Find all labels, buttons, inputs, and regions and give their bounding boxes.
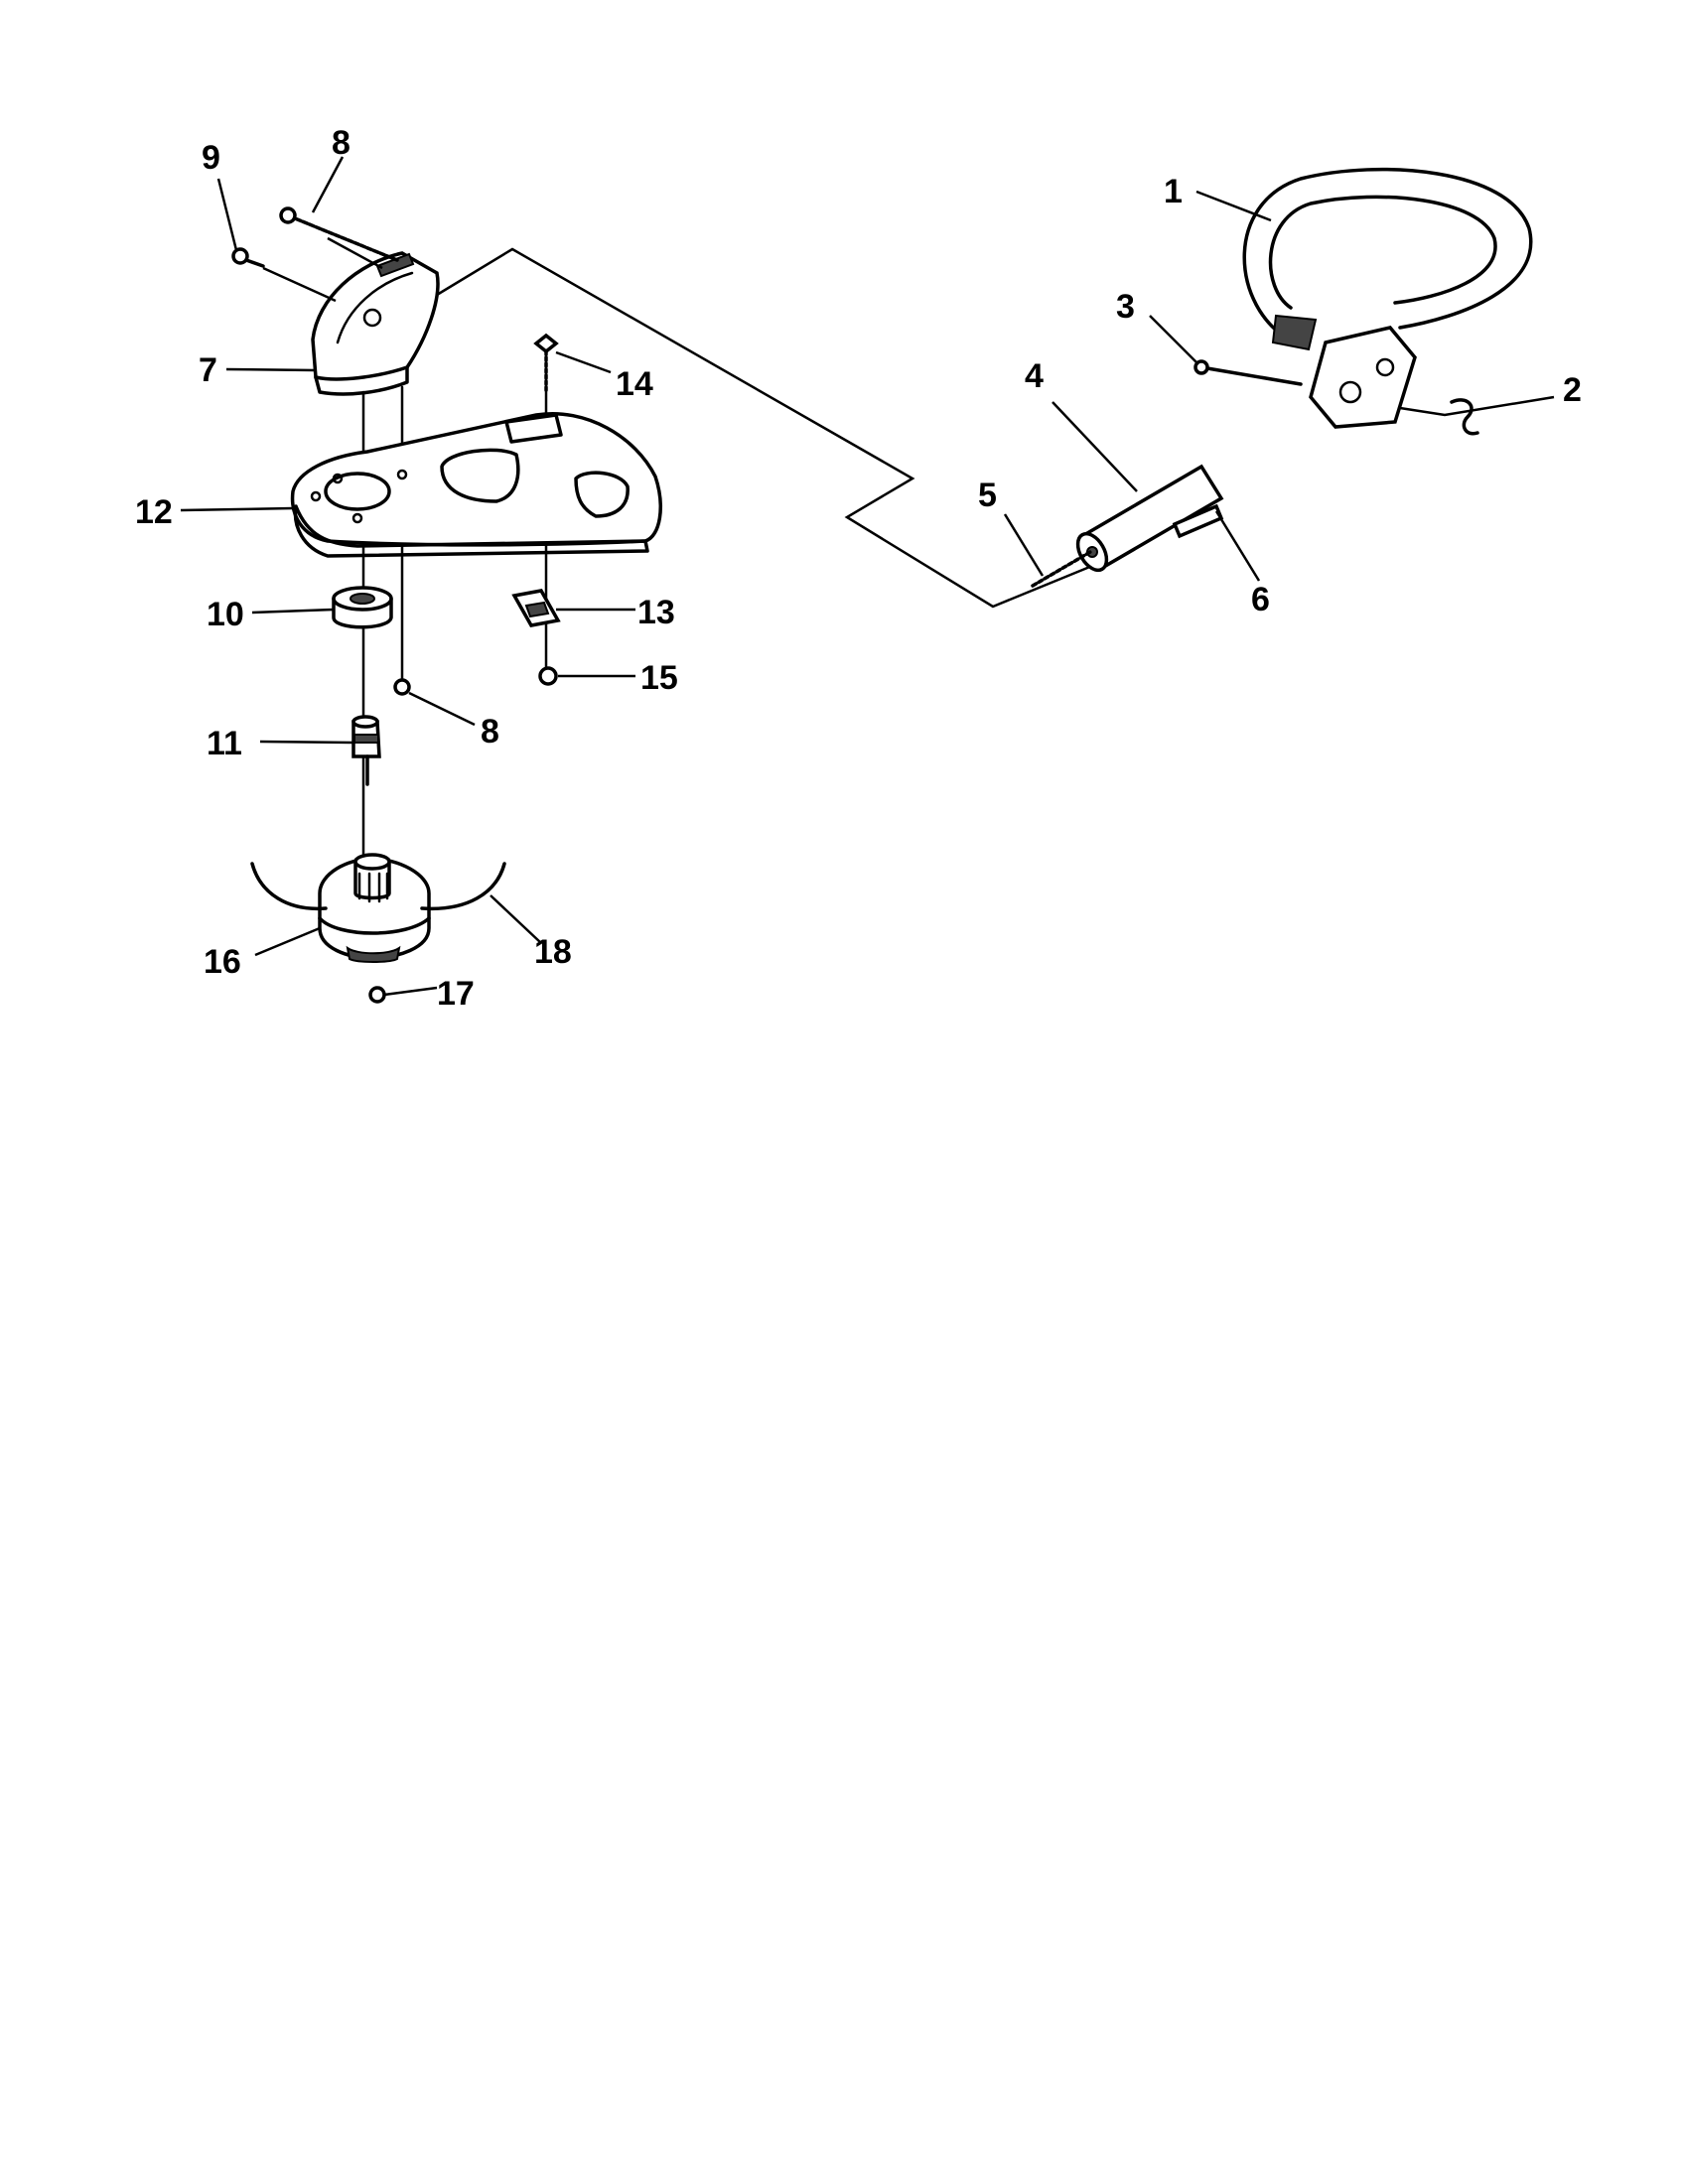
part-16-trimmer-head xyxy=(318,853,431,963)
leader-5 xyxy=(1003,513,1045,577)
leader-8a xyxy=(311,156,345,213)
leader-9 xyxy=(216,178,238,251)
callout-16: 16 xyxy=(204,943,241,981)
callout-3: 3 xyxy=(1116,288,1135,326)
part-9-screw xyxy=(231,247,265,268)
part-8-screw-bottom xyxy=(393,678,411,696)
leader-10 xyxy=(251,608,335,614)
callout-10: 10 xyxy=(207,596,244,633)
callout-18: 18 xyxy=(534,933,572,971)
leader-14 xyxy=(555,350,612,374)
callout-4: 4 xyxy=(1025,357,1044,395)
callout-17: 17 xyxy=(437,975,475,1013)
callout-5: 5 xyxy=(978,477,997,514)
part-3-bolt xyxy=(1193,359,1303,386)
part-7-housing xyxy=(311,251,440,396)
leader-1 xyxy=(1195,190,1272,222)
part-2-clip xyxy=(1450,398,1479,436)
leader-6 xyxy=(1214,510,1261,582)
part-1-handle xyxy=(1242,167,1533,429)
part-14-screw xyxy=(533,333,559,394)
part-18-trimmer-line xyxy=(250,862,506,911)
callout-14: 14 xyxy=(616,365,653,403)
leader-3 xyxy=(1149,315,1197,363)
callout-8-bottom: 8 xyxy=(481,713,499,751)
part-4-shaft xyxy=(1075,464,1224,573)
callout-9: 9 xyxy=(202,139,220,177)
part-10-bushing xyxy=(332,586,393,629)
callout-11: 11 xyxy=(207,725,242,762)
leader-17 xyxy=(383,986,438,997)
callout-8-top: 8 xyxy=(332,124,351,162)
leader-2 xyxy=(1399,395,1555,417)
leader-16 xyxy=(254,926,321,957)
part-8-screw-top xyxy=(279,206,399,262)
callout-12: 12 xyxy=(135,493,173,531)
part-13-line-cutter xyxy=(511,589,561,627)
callout-2: 2 xyxy=(1563,371,1582,409)
leader-9-branch xyxy=(262,266,337,303)
leader-8a-branch xyxy=(327,236,383,270)
callout-13: 13 xyxy=(637,594,675,631)
part-17-bump-knob xyxy=(368,986,386,1004)
callout-6: 6 xyxy=(1251,581,1270,618)
assembly-connection-line xyxy=(435,247,1094,609)
part-5-drive-cable xyxy=(1031,550,1092,588)
part-15-nut xyxy=(538,666,558,686)
leader-7 xyxy=(225,367,317,372)
callout-7: 7 xyxy=(199,351,217,389)
part-11-adapter xyxy=(351,715,381,786)
leader-12 xyxy=(180,506,294,512)
leader-4 xyxy=(1052,401,1138,492)
leader-18 xyxy=(490,894,542,944)
leader-8b xyxy=(408,691,476,727)
callout-15: 15 xyxy=(640,659,678,697)
callout-1: 1 xyxy=(1164,173,1183,210)
part-12-guard xyxy=(290,412,662,558)
leader-11 xyxy=(259,740,353,745)
